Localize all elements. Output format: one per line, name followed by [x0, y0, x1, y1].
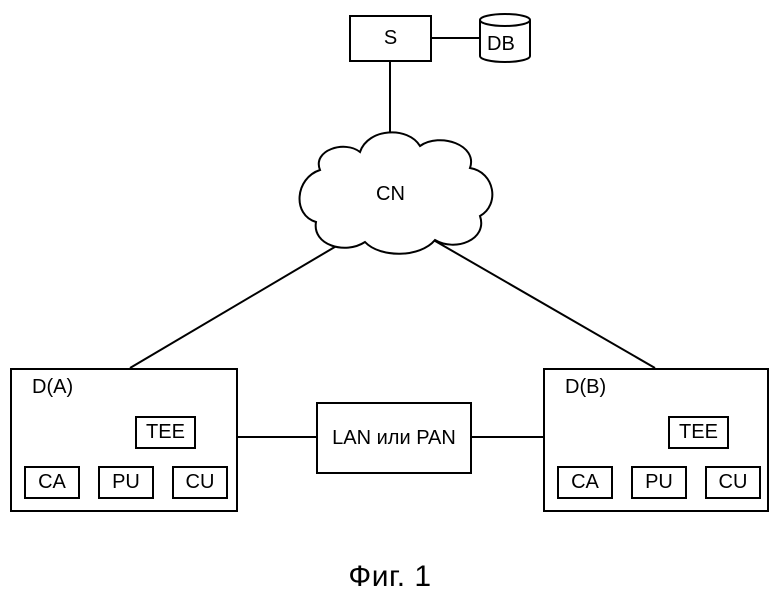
device-a-module-ca: CA	[24, 466, 80, 499]
server-label: S	[384, 27, 397, 50]
connector-cn-device-b	[430, 238, 655, 368]
device-a-module-cu: CU	[172, 466, 228, 499]
device-a-module-pu: PU	[98, 466, 154, 499]
device-a-title: D(A)	[32, 376, 73, 399]
link-box: LAN или PAN	[316, 402, 472, 474]
device-b-title: D(B)	[565, 376, 606, 399]
connector-cn-device-a	[130, 238, 350, 368]
device-b: D(B) TEE CA PU CU	[543, 368, 769, 512]
database-label: DB	[487, 33, 515, 56]
device-b-module-ca: CA	[557, 466, 613, 499]
device-a-tee: TEE	[135, 416, 196, 449]
link-label: LAN или PAN	[332, 427, 456, 450]
device-b-tee: TEE	[668, 416, 729, 449]
server-box: S	[349, 15, 432, 62]
figure-caption: Фиг. 1	[0, 560, 780, 594]
device-a: D(A) TEE CA PU CU	[10, 368, 238, 512]
device-b-module-pu: PU	[631, 466, 687, 499]
core-network-label: CN	[376, 183, 405, 206]
device-b-module-cu: CU	[705, 466, 761, 499]
